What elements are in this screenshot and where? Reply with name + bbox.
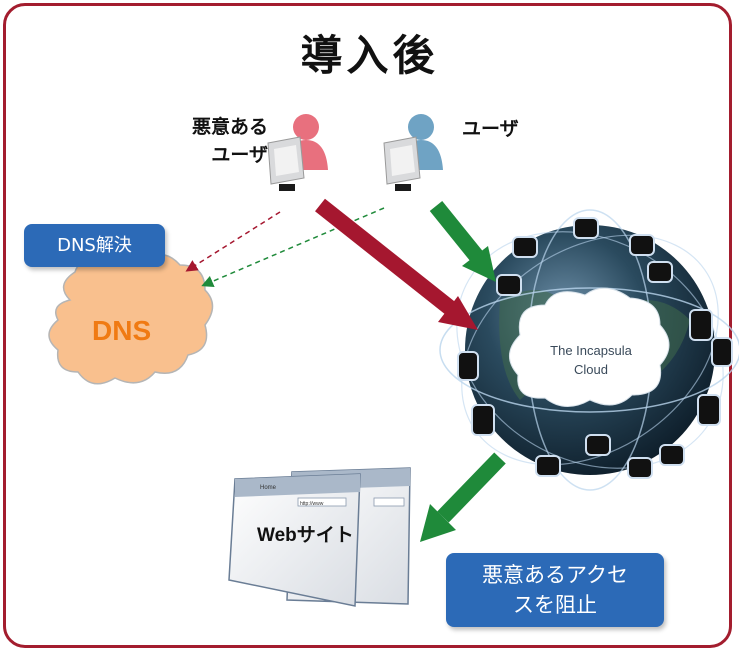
- website-address-text: http://www: [300, 501, 324, 507]
- malicious-dns-query-arrow: [185, 211, 281, 272]
- malicious-user-label: 悪意ある ユーザ: [168, 113, 268, 169]
- malicious-user-label-line1: 悪意ある: [191, 116, 268, 138]
- user-label: ユーザ: [462, 118, 519, 140]
- page-title: 導入後: [300, 31, 439, 80]
- incapsula-label-line1: The Incapsula: [550, 343, 632, 358]
- website-tab-text: Home: [260, 485, 277, 491]
- website-window-front: Home http://www: [228, 473, 361, 607]
- incapsula-globe: [439, 209, 739, 491]
- malicious-traffic-arrow: [315, 198, 478, 330]
- outer-frame: [3, 3, 732, 648]
- user-traffic-arrow: [429, 200, 496, 282]
- website-label: Webサイト: [257, 525, 354, 546]
- incapsula-cloud-label: The Incapsula Cloud: [536, 341, 646, 379]
- block-box-line1: 悪意あるアクセ: [482, 563, 628, 587]
- user-dns-query-arrow: [201, 207, 385, 287]
- block-box-line2: スを阻止: [513, 593, 597, 617]
- dns-cloud-label: DNS: [92, 315, 152, 346]
- malicious-user-icon: [267, 114, 328, 191]
- dns-resolution-box: DNS解決: [24, 224, 165, 267]
- block-malicious-access-box: 悪意あるアクセ スを阻止: [446, 553, 664, 627]
- clean-traffic-arrow: [420, 452, 506, 542]
- incapsula-label-line2: Cloud: [574, 362, 608, 377]
- user-icon: [383, 114, 443, 191]
- malicious-user-label-line2: ユーザ: [211, 144, 268, 166]
